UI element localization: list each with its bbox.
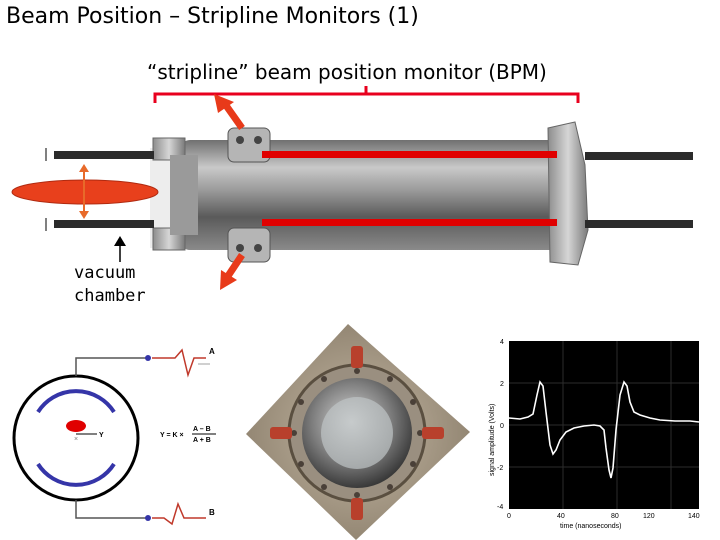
x-tick-140: 140 — [688, 513, 700, 520]
y-tick-neg2: -2 — [497, 465, 503, 472]
formula-numerator: A – B — [193, 426, 211, 433]
node-b — [145, 515, 151, 521]
y-tick-0: 0 — [500, 423, 504, 430]
electrode-a-arc — [36, 389, 116, 414]
bpm-bracket — [153, 86, 580, 103]
slide-title: Beam Position – Stripline Monitors (1) — [6, 4, 419, 29]
bpm-tube-photo — [150, 121, 589, 266]
center-marker: × — [74, 436, 78, 443]
bpm-schematic: × — [12, 348, 216, 526]
lower-stripline — [262, 219, 557, 226]
beam-spot — [66, 420, 86, 432]
x-tick-40: 40 — [557, 513, 565, 520]
pulse-b — [152, 501, 206, 526]
y-axis-label: signal amplitude (Volts) — [489, 404, 496, 476]
bpm-subtitle: “stripline” beam position monitor (BPM) — [147, 60, 547, 84]
x-tick-0: 0 — [507, 513, 511, 520]
x-tick-120: 120 — [643, 513, 655, 520]
electrode-b-arc — [36, 462, 116, 487]
lead-b — [75, 500, 148, 519]
pulse-a — [152, 348, 206, 378]
upper-stripline — [262, 151, 557, 158]
signal-trace — [508, 380, 700, 479]
y-tick-neg4: -4 — [497, 504, 503, 511]
signal-output-arrow-upper — [214, 94, 245, 131]
vacuum-label-line1: vacuum — [74, 263, 136, 283]
beam-pipes — [45, 148, 693, 231]
x-axis-label: time (nanoseconds) — [560, 523, 621, 530]
vacuum-chamber-label: vacuum chamber — [74, 262, 146, 308]
signal-plot — [508, 341, 700, 509]
vacuum-label-line2: chamber — [74, 286, 146, 306]
formula-left: Y = K × — [160, 432, 184, 439]
y-tick-2: 2 — [500, 381, 504, 388]
label-b: B — [209, 508, 215, 517]
vacuum-chamber-pointer — [114, 236, 126, 262]
formula-denominator: A + B — [193, 437, 211, 444]
label-y: Y — [99, 432, 104, 439]
signal-output-arrow-lower — [220, 253, 245, 290]
bpm-end-view-photo — [246, 324, 470, 540]
label-a: A — [209, 347, 215, 356]
x-tick-80: 80 — [611, 513, 619, 520]
y-tick-4: 4 — [500, 339, 504, 346]
beam-size-arrow — [79, 164, 89, 219]
node-a — [145, 355, 151, 361]
lead-a — [75, 357, 148, 376]
